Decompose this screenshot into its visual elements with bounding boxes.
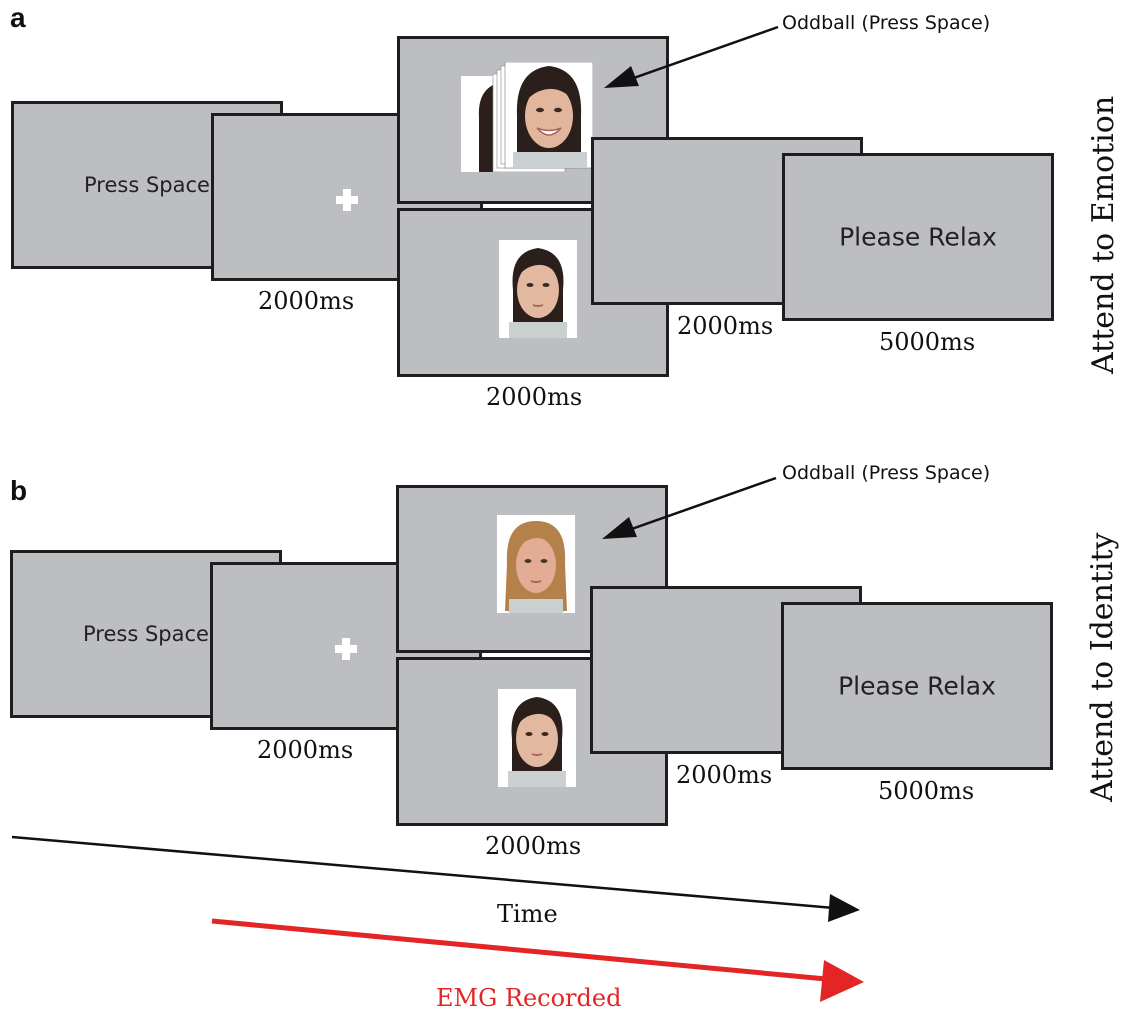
neutral-face-icon (499, 240, 577, 338)
emg-axis-arrowhead (820, 960, 864, 1002)
panel-a-face-duration: 2000ms (486, 383, 583, 411)
panel-b-fixation-duration: 2000ms (257, 736, 354, 764)
panel-b-oddball-pointer-line (625, 476, 777, 533)
panel-a-oddball-label: Oddball (Press Space) (782, 12, 991, 34)
panel-b-oddball-pointer-arrowhead (602, 517, 637, 539)
panel-a-letter: a (10, 2, 26, 33)
panel-b-start-text: Press Space (83, 622, 209, 646)
time-axis-line (11, 835, 835, 910)
time-label: Time (497, 900, 558, 928)
panel-b-neutral-face-screen (396, 657, 668, 826)
emg-axis-line (211, 918, 827, 982)
panel-a-start-text: Press Space (84, 173, 210, 197)
fixation-cross-icon (335, 638, 357, 660)
panel-b-blank-duration: 2000ms (676, 761, 773, 789)
panel-b-relax-duration: 5000ms (878, 777, 975, 805)
fixation-cross-icon (336, 189, 358, 211)
time-axis-arrowhead (828, 894, 860, 922)
panel-b-relax-screen: Please Relax (781, 602, 1053, 770)
panel-a-blank-duration: 2000ms (677, 312, 774, 340)
panel-a-oddball-pointer-line (627, 25, 779, 82)
emg-label: EMG Recorded (436, 984, 622, 1012)
neutral-face-icon (498, 689, 576, 787)
panel-a-relax-duration: 5000ms (879, 328, 976, 356)
panel-a-relax-text: Please Relax (839, 222, 997, 252)
panel-b-face-duration: 2000ms (485, 832, 582, 860)
panel-b-letter: b (10, 475, 28, 506)
panel-a-relax-screen: Please Relax (782, 153, 1054, 321)
morphing-face-stack-icon (461, 62, 593, 172)
panel-a-fixation-duration: 2000ms (258, 287, 355, 315)
panel-a-oddball-pointer-arrowhead (604, 66, 639, 88)
panel-b-oddball-label: Oddball (Press Space) (782, 462, 991, 484)
blonde-face-icon (497, 515, 575, 613)
panel-b-relax-text: Please Relax (838, 671, 996, 701)
